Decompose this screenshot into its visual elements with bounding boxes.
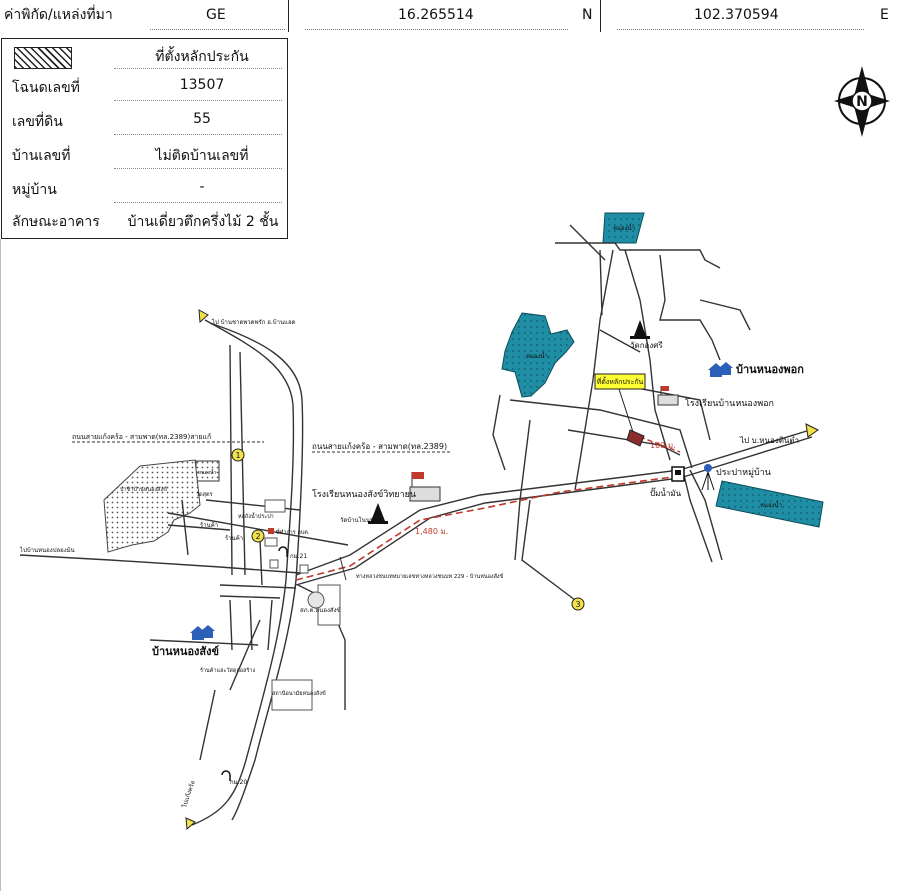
svg-text:1: 1 [235, 451, 240, 460]
info-row-village: หมู่บ้าน - [2, 173, 287, 205]
north-arrow-icon: N [834, 66, 890, 137]
longitude-value: 102.370594 [694, 7, 779, 23]
pond-small: หนองน้ำ [195, 460, 220, 482]
village-south-label: บ้านหนองสังข์ [152, 645, 219, 658]
info-value: บ้านเดี่ยวตึกครึ่งไม้ 2 ชั้น [127, 214, 279, 230]
info-label: โฉนดเลขที่ [12, 80, 80, 96]
coordinate-source-value: GE [206, 7, 226, 23]
info-label: เลขที่ดิน [12, 114, 63, 130]
to-nong-tin-label: ไป บ.หนองตินต่ำ [739, 434, 799, 445]
coordinate-source-label: ค่าพิกัด/แหล่งที่มา [4, 7, 113, 23]
forest-area [103, 459, 201, 553]
info-row-deed: โฉนดเลขที่ 13507 [2, 71, 287, 103]
office-label: ที่ทำการ อบต. [276, 528, 310, 536]
office-marker [268, 528, 274, 534]
svg-text:หนองน้ำ: หนองน้ำ [526, 350, 548, 360]
school-icon [409, 472, 441, 502]
info-row-house-no: บ้านเลขที่ ไม่ติดบ้านเลขที่ [2, 139, 287, 171]
compass-letter: N [856, 94, 868, 110]
km-marker-icon [221, 770, 231, 781]
temple-2-label: วัดบ้านโนนทัน [340, 516, 378, 524]
police-icon [307, 591, 325, 609]
collateral-site-marker [626, 429, 645, 447]
svg-text:หนองน้ำ: หนองน้ำ [613, 222, 635, 232]
house-icon [708, 362, 733, 377]
water-tower-icon [701, 464, 715, 491]
house-icon [190, 625, 215, 640]
buildings-west [264, 499, 341, 711]
village-north-label: บ้านหนองพอก [736, 363, 804, 376]
small-label-1: วัดสุตร [196, 491, 213, 498]
svg-text:หนองน้ำ: หนองน้ำ [198, 467, 217, 476]
route-short [639, 436, 681, 453]
to-south-label: ไปแก้งคร้อ [180, 779, 197, 810]
direction-arrow-icon [198, 309, 209, 324]
to-nong-plong-label: ไปบ้านหนองปลองม้น [19, 546, 75, 554]
water-tower-label: หอถังน้ำประปา [238, 512, 274, 520]
marker-2: 2 [251, 529, 265, 543]
info-label: บ้านเลขที่ [12, 148, 71, 164]
longitude-unit: E [880, 7, 889, 23]
route-line [295, 475, 681, 581]
info-value: - [199, 179, 205, 195]
temple-label: วัดกองศรี [630, 341, 663, 350]
info-value: 55 [193, 111, 211, 127]
km-marker-icon [278, 546, 288, 557]
temple-icon [630, 320, 650, 339]
small-label-2: ป่าช้าบ้านหนองสังข์ [120, 486, 167, 493]
shop-label-2: ร้านค้า [225, 535, 243, 542]
pond-north: หนองน้ำ [602, 212, 645, 244]
info-row-building-type: ลักษณะอาคาร บ้านเดี่ยวตึกครึ่งไม้ 2 ชั้น [2, 205, 287, 237]
school-north-label: โรงเรียนบ้านหนองพอก [685, 398, 774, 409]
collateral-callout [594, 373, 646, 390]
pond-west: หนองน้ำ [501, 312, 575, 398]
road-label-left: ถนนสายแก้งคร้อ - สามพาด(ทล.2389)สายแก้ [72, 433, 211, 441]
property-info-table: ที่ตั้งหลักประกัน โฉนดเลขที่ 13507 เลขที… [1, 38, 288, 239]
coordinate-bar: ค่าพิกัด/แหล่งที่มา GE 16.265514 N 102.3… [0, 0, 900, 32]
water-supply-label: ประปาหมู่บ้าน [716, 467, 771, 478]
highway-label: ทางหลวงชนบทหมายเลขทางหลวงชนบท 229 - บ้าน… [356, 573, 504, 580]
gas-station-icon [671, 466, 685, 482]
info-value: 13507 [179, 77, 225, 93]
km-21-label: กม.21 [290, 553, 307, 560]
distance-short-label: 100 ม. [650, 441, 676, 450]
collateral-callout-label: ที่ตั้งหลักประกัน [597, 375, 644, 386]
police-label: สภ.ต.หนองสังข์ [300, 606, 341, 614]
school-main-label: โรงเรียนหนองสังข์วิทยายน [312, 488, 416, 500]
info-label: หมู่บ้าน [12, 182, 57, 198]
roads-east [492, 224, 751, 601]
shop-label-1: ร้านค้า [200, 522, 218, 529]
road-label-main: ถนนสายแก้งคร้อ - สามพาด(ทล.2389) [312, 442, 447, 451]
info-value: ไม่ติดบ้านเลขที่ [155, 148, 249, 164]
marker-1: 1 [231, 448, 245, 462]
info-label: ลักษณะอาคาร [12, 214, 100, 230]
distance-main-label: 1,480 ม. [415, 527, 448, 536]
marker-3: 3 [571, 597, 585, 611]
pond-east: หนองน้ำ [715, 480, 824, 528]
km-20-label: กม.20 [230, 779, 247, 786]
legend-label: ที่ตั้งหลักประกัน [155, 49, 249, 65]
svg-text:หนองน้ำ: หนองน้ำ [760, 499, 782, 509]
hardware-shop-label: ร้านค้าและวัสดุก่อสร้าง [200, 667, 256, 674]
hatch-legend-swatch [14, 47, 72, 69]
legend-row: ที่ตั้งหลักประกัน [2, 39, 287, 71]
info-row-land-no: เลขที่ดิน 55 [2, 105, 287, 137]
gas-station-label: ปั๊มน้ำมัน [650, 487, 682, 498]
svg-text:3: 3 [575, 600, 580, 609]
health-station-label: สถานีอนามัยหนองสังข์ [272, 690, 326, 697]
latitude-value: 16.265514 [398, 7, 474, 23]
roads-west [19, 319, 349, 826]
latitude-unit: N [582, 7, 593, 23]
svg-text:2: 2 [255, 532, 260, 541]
temple-icon [368, 503, 388, 524]
to-north-label: ไป บ้านชาดพวดพรัก อ.บ้านแฮด [211, 318, 296, 326]
direction-arrow-icon [185, 817, 196, 831]
direction-arrow-icon [805, 423, 819, 438]
school-icon [657, 386, 679, 406]
